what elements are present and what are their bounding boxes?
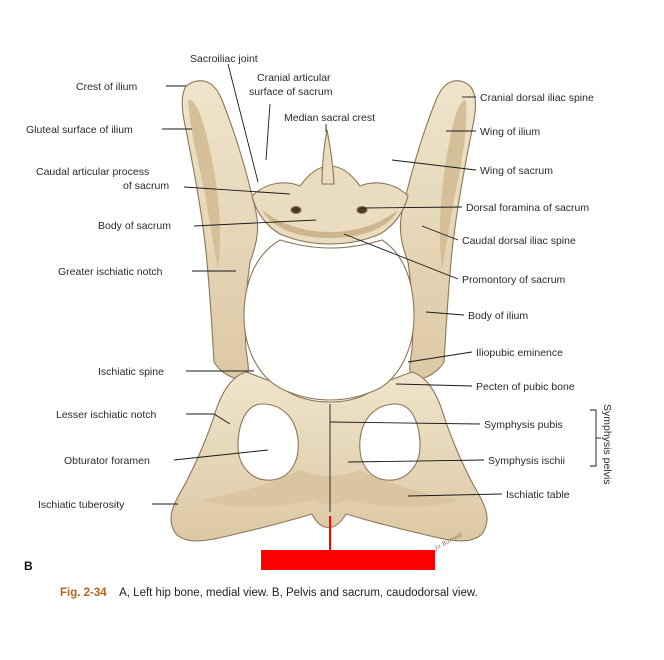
right-ilium-shadow [439,100,467,270]
leader-obturator [173,449,269,461]
label-body-of-ilium: Body of ilium [468,310,528,322]
leader-dorsal-foramina [361,206,463,209]
label-cranial-articular-2: surface of sacrum [249,86,333,98]
label-ischiatic-table: Ischiatic table [506,489,570,501]
leader-wing-of-sacrum [391,159,477,171]
leader-sacroiliac [227,63,259,183]
sacrum-shadow [262,210,398,238]
panel-letter: B [24,559,33,573]
label-wing-of-ilium: Wing of ilium [480,126,540,138]
leader-body-of-sacrum [193,219,317,227]
label-obturator-foramen: Obturator foramen [64,455,150,467]
leader-pecten [395,383,473,387]
leader-symphysis-pubis [329,421,481,425]
dorsal-foramen-left [290,205,302,215]
left-ilium-shadow [188,99,220,270]
label-dorsal-foramina: Dorsal foramina of sacrum [466,202,589,214]
label-ischiatic-tuberosity: Ischiatic tuberosity [38,499,125,511]
leader-lesser-ischiatic [186,413,231,425]
label-symphysis-ischii: Symphysis ischii [488,455,565,467]
label-caudal-articular-2: of sacrum [123,180,169,192]
label-cranial-articular-1: Cranial articular [257,72,331,84]
pelvic-inlet [243,239,415,401]
sacrum [251,165,409,245]
caption-text: A, Left hip bone, medial view. B, Pelvis… [119,587,478,599]
label-ischiatic-spine: Ischiatic spine [98,366,164,378]
label-wing-of-sacrum: Wing of sacrum [480,165,553,177]
label-pecten: Pecten of pubic bone [476,381,575,393]
pelvis-illustration [170,80,488,542]
label-caudal-dorsal-iliac-spine: Caudal dorsal iliac spine [462,235,576,247]
leader-lines [152,63,601,505]
label-symphysis-pelvis: Symphysis pelvis [601,404,613,485]
label-promontory: Promontory of sacrum [462,274,566,286]
label-caudal-articular-1: Caudal articular process [36,166,149,178]
label-body-of-sacrum: Body of sacrum [98,220,171,232]
label-median-sacral-crest: Median sacral crest [284,112,375,124]
label-gluteal-surface: Gluteal surface of ilium [26,124,133,136]
label-crest-of-ilium: Crest of ilium [76,81,138,93]
label-symphysis-pubis: Symphysis pubis [484,419,563,431]
leader-caudal-dorsal-spine [421,225,459,241]
median-sacral-crest [321,129,335,185]
leader-promontory [343,233,459,280]
leader-cranial-articular [265,103,271,161]
label-sacroiliac-joint: Sacroiliac joint [190,53,258,65]
leader-ischiatic-table [407,493,503,497]
leader-caudal-articular [183,186,291,195]
labels: Sacroiliac joint Cranial articular surfa… [26,53,613,511]
label-cranial-dorsal-iliac-spine: Cranial dorsal iliac spine [480,92,594,104]
leader-body-of-ilium [425,311,465,316]
caption-number: Fig. 2-34 [60,587,107,599]
figure-caption: Fig. 2-34 A, Left hip bone, medial view.… [60,583,478,600]
label-lesser-ischiatic-notch: Lesser ischiatic notch [56,409,157,421]
leader-iliopubic [407,351,473,363]
left-obturator-foramen [237,403,299,481]
label-iliopubic-eminence: Iliopubic eminence [476,347,563,359]
symphysis-bracket [590,409,597,467]
label-greater-ischiatic-notch: Greater ischiatic notch [58,266,163,278]
leader-symphysis-ischii [347,459,485,463]
redaction-bar [261,550,435,570]
